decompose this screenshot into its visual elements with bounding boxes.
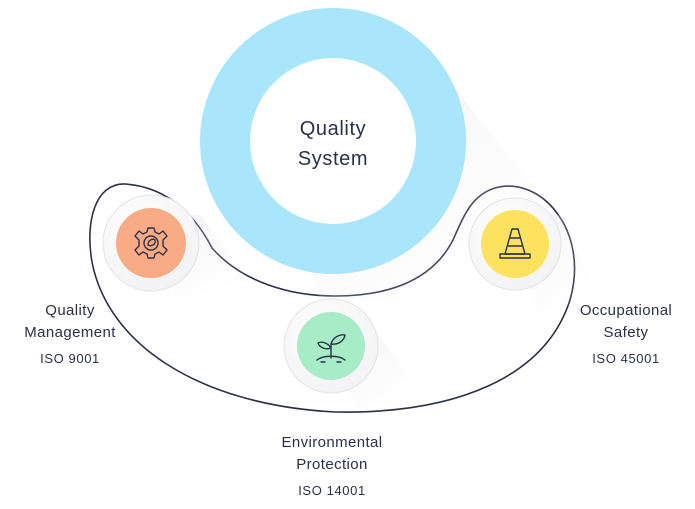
center-title-line2: System bbox=[297, 148, 369, 170]
label-occupational-line1: Occupational bbox=[579, 302, 673, 319]
traffic-cone-icon bbox=[499, 228, 531, 259]
sprout-icon bbox=[316, 334, 346, 363]
label-environmental-line2: Protection bbox=[296, 456, 368, 473]
label-occupational-code: ISO 45001 bbox=[592, 351, 660, 366]
label-occupational-line2: Safety bbox=[603, 324, 649, 341]
label-environmental-line1: Environmental bbox=[281, 434, 383, 451]
label-quality-management-line2: Management bbox=[24, 324, 116, 341]
center-title-line1: Quality bbox=[299, 118, 367, 140]
badge-occupational-safety bbox=[468, 197, 562, 291]
label-environmental-code: ISO 14001 bbox=[298, 483, 366, 498]
center-inner-circle bbox=[250, 58, 416, 224]
label-quality-management-code: ISO 9001 bbox=[40, 351, 100, 366]
badge-quality-management bbox=[102, 194, 200, 292]
label-occupational-safety: Occupational Safety ISO 45001 bbox=[566, 300, 686, 370]
center-title: Quality System bbox=[252, 114, 414, 174]
label-quality-management-line1: Quality bbox=[45, 302, 95, 319]
badge-quality-management-disc bbox=[116, 208, 186, 278]
gear-icon bbox=[134, 227, 168, 259]
label-quality-management: Quality Management ISO 9001 bbox=[15, 300, 125, 370]
label-environmental-protection: Environmental Protection ISO 14001 bbox=[262, 432, 402, 502]
badge-occupational-disc bbox=[481, 210, 549, 278]
badge-environmental-protection bbox=[283, 298, 379, 394]
